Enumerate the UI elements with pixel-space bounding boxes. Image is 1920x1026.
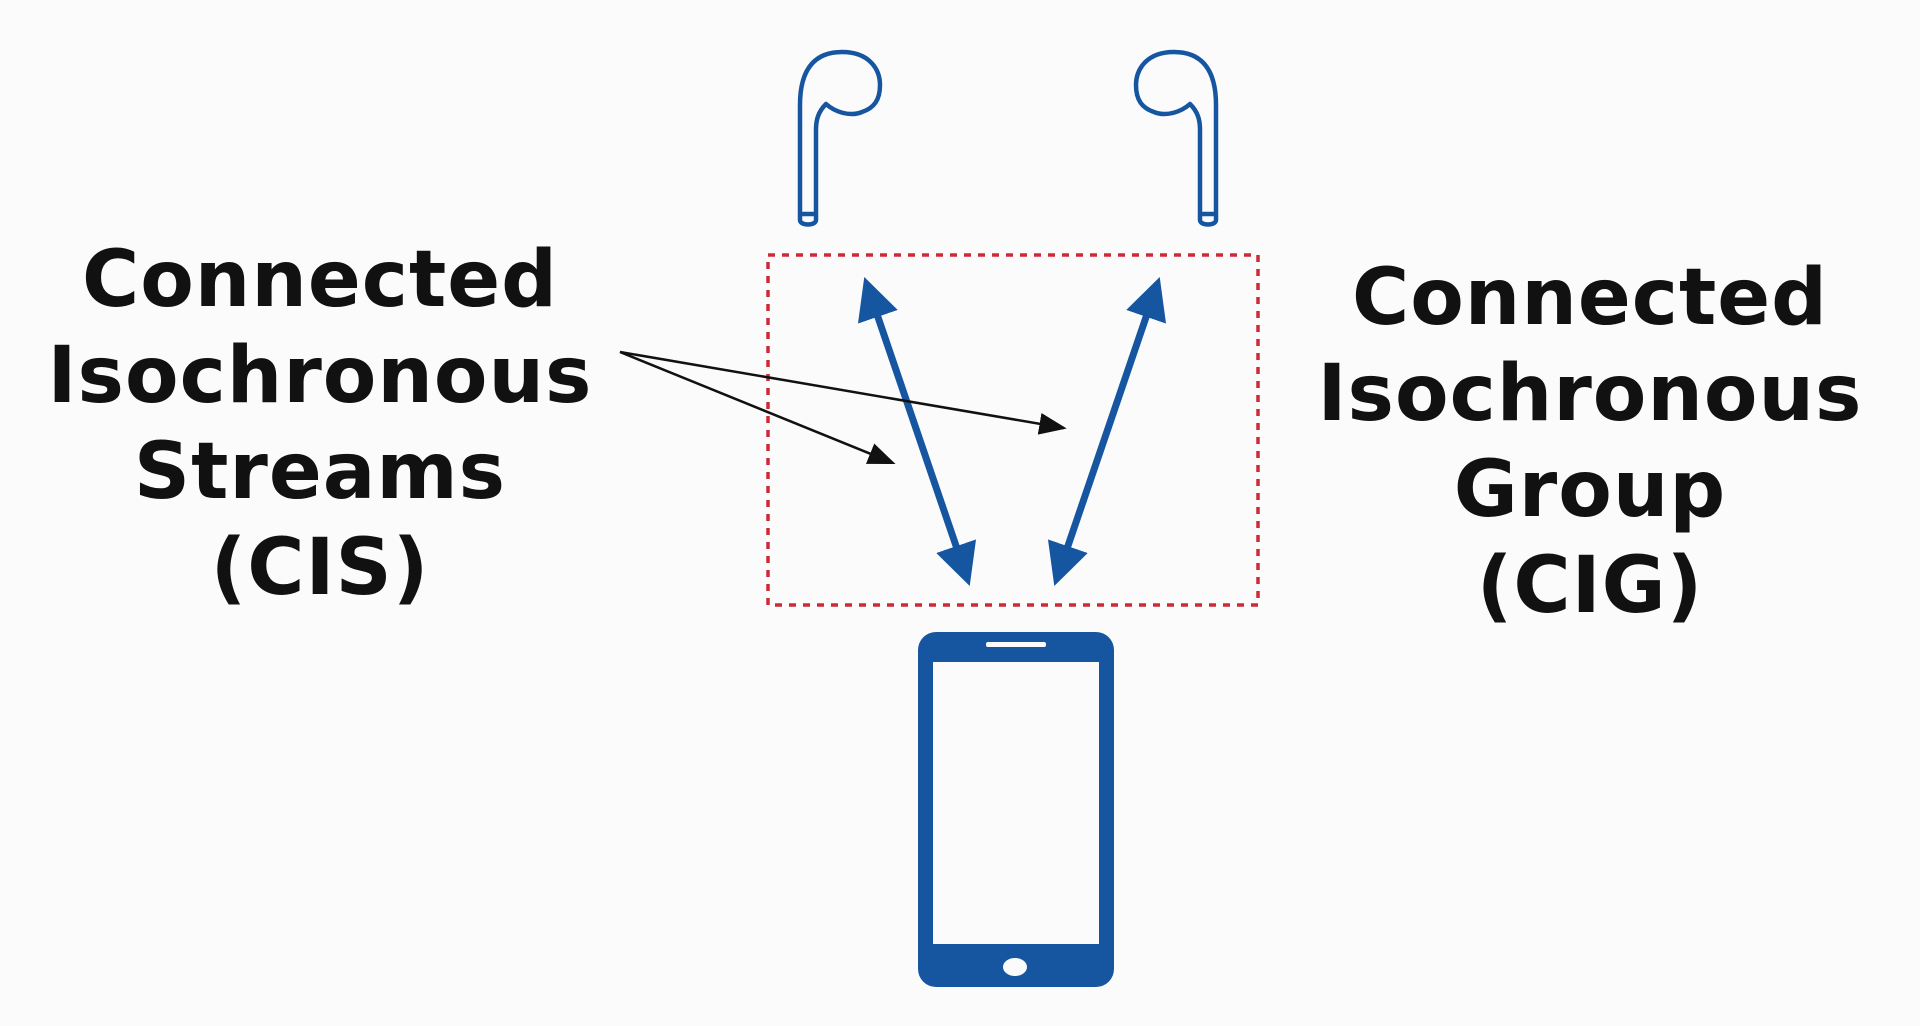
cis-stream-right-arrow [1047,277,1167,586]
smartphone-icon [918,632,1114,987]
right-earbud-icon [1133,49,1219,227]
cig-label-line1: Connected [1351,253,1829,343]
cis-stream-left-arrow [857,277,977,586]
cis-label: Connected Isochronous Streams (CIS) [30,232,610,616]
cis-label-line4: (CIS) [210,523,430,613]
cig-label: Connected Isochronous Group (CIG) [1300,250,1880,634]
cis-pointer-arrow-left [619,350,896,465]
cis-label-line3: Streams [133,427,507,517]
left-earbud-icon [797,49,883,227]
cig-group-box [766,253,1260,607]
cis-label-line2: Isochronous [47,331,593,421]
cis-pointer-arrow-right [619,350,1067,435]
cig-label-line2: Isochronous [1317,349,1863,439]
cis-label-line1: Connected [81,235,559,325]
cig-label-line3: Group [1453,445,1727,535]
cig-label-line4: (CIG) [1476,541,1704,631]
